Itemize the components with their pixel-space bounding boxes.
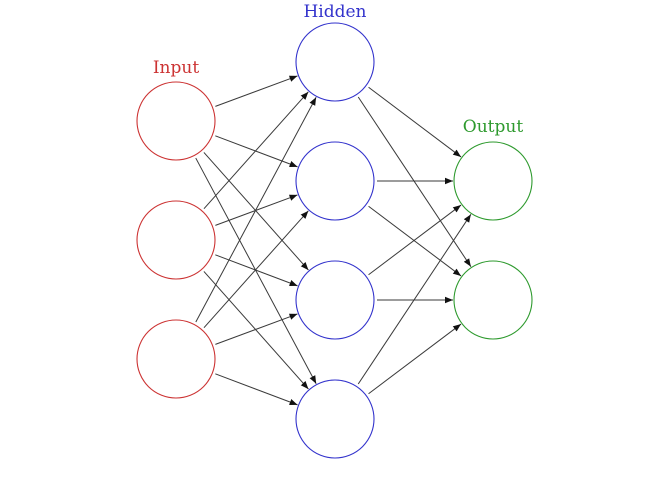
connection-hidden-3-to-output-1 bbox=[368, 204, 462, 276]
input-neuron-3 bbox=[136, 319, 216, 399]
neurons bbox=[136, 22, 533, 459]
connection-input-1-to-hidden-1 bbox=[215, 75, 298, 107]
connection-hidden-4-to-output-2 bbox=[368, 323, 462, 395]
hidden-neuron-3 bbox=[295, 260, 375, 340]
connection-input-3-to-hidden-2 bbox=[203, 210, 309, 329]
input-layer-label: Input bbox=[153, 58, 199, 78]
connection-input-3-to-hidden-3 bbox=[215, 313, 298, 345]
connection-input-1-to-hidden-3 bbox=[203, 152, 309, 271]
output-layer-label: Output bbox=[463, 117, 524, 137]
input-neuron-2 bbox=[136, 200, 216, 280]
connection-input-3-to-hidden-4 bbox=[215, 373, 298, 406]
hidden-layer-label: Hidden bbox=[303, 2, 366, 22]
connection-input-2-to-hidden-3 bbox=[215, 254, 298, 287]
hidden-neuron-1 bbox=[295, 22, 375, 102]
hidden-neuron-2 bbox=[295, 141, 375, 221]
connection-hidden-1-to-output-1 bbox=[368, 86, 462, 158]
layer-labels: Input Hidden Output bbox=[153, 2, 524, 137]
connection-input-2-to-hidden-1 bbox=[203, 91, 309, 210]
connection-hidden-1-to-output-2 bbox=[357, 96, 472, 267]
output-neuron-2 bbox=[453, 260, 533, 340]
connection-hidden-4-to-output-1 bbox=[357, 214, 472, 385]
output-neuron-1 bbox=[453, 141, 533, 221]
hidden-neuron-4 bbox=[295, 379, 375, 459]
connection-input-2-to-hidden-4 bbox=[203, 271, 309, 390]
connection-input-2-to-hidden-2 bbox=[215, 194, 298, 226]
connections bbox=[195, 75, 472, 406]
input-neuron-1 bbox=[136, 81, 216, 161]
connection-input-1-to-hidden-2 bbox=[215, 135, 298, 168]
connection-hidden-2-to-output-2 bbox=[368, 205, 462, 277]
connection-input-3-to-hidden-1 bbox=[195, 97, 317, 323]
